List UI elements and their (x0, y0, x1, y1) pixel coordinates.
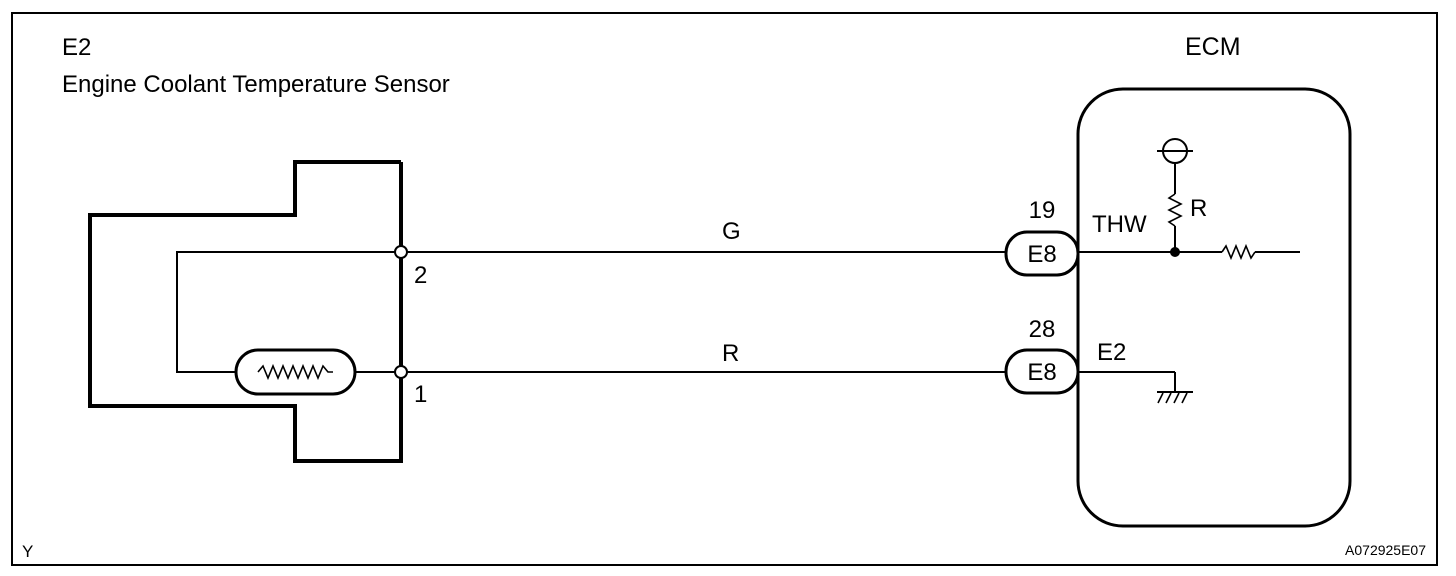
ecm-series-resistor-icon (1221, 243, 1256, 261)
sensor-internal-wire (176, 251, 401, 373)
ground-icon (1157, 392, 1188, 404)
wire-lower-color: R (722, 340, 739, 367)
wire-upper-color: G (722, 218, 741, 245)
figure-id: A072925E07 (1345, 542, 1426, 558)
terminal-1-label: 1 (414, 381, 427, 408)
connector-lower-pin: 28 (1029, 316, 1056, 343)
ecm-box (1076, 87, 1352, 528)
terminal-2-label: 2 (414, 262, 427, 289)
ecm-pullup-resistor-icon (1167, 193, 1183, 227)
terminal-2-node (394, 245, 408, 259)
ecm-thw-label: THW (1092, 211, 1147, 238)
thermistor-zigzag (257, 363, 333, 381)
sensor-code: E2 (62, 34, 91, 61)
connector-upper-name: E8 (1027, 241, 1056, 268)
connector-lower-name: E8 (1027, 359, 1056, 386)
ecm-resistor-label: R (1190, 195, 1207, 222)
sensor-body-outline (88, 160, 403, 463)
ecm-title: ECM (1185, 33, 1241, 61)
connector-upper (1004, 230, 1080, 277)
sensor-name: Engine Coolant Temperature Sensor (62, 71, 450, 98)
diagram-frame (11, 12, 1438, 566)
footer-left-mark: Y (22, 542, 33, 561)
connector-upper-pin: 19 (1029, 197, 1056, 224)
terminal-1-node (394, 365, 408, 379)
ecm-ground-label: E2 (1097, 339, 1126, 366)
